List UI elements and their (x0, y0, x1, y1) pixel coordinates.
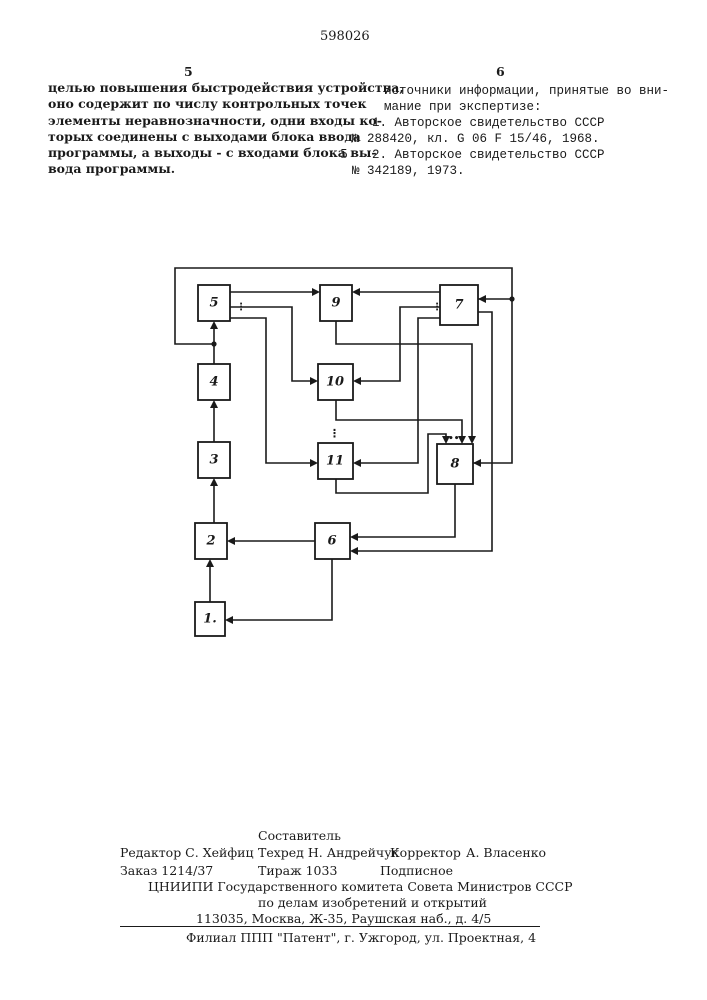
block-2: 2 (195, 523, 227, 559)
block-5: 5 (198, 285, 230, 321)
subscription: Подписное (380, 863, 453, 878)
block-11: 11 (318, 443, 353, 479)
svg-text:7: 7 (454, 298, 463, 313)
techred: Техред Н. Андрейчук (258, 845, 399, 860)
circulation: Тираж 1033 (258, 863, 337, 878)
svg-text:⋮: ⋮ (329, 427, 340, 440)
svg-text:8: 8 (450, 457, 459, 472)
block-9: 9 (320, 285, 352, 321)
block-3: 3 (198, 442, 230, 478)
order-number: Заказ 1214/37 (120, 863, 213, 878)
composer-label: Составитель (258, 828, 341, 843)
svg-text:9: 9 (331, 296, 340, 311)
organization: ЦНИИПИ Государственного комитета Совета … (148, 879, 573, 894)
branch: Филиал ППП "Патент", г. Ужгород, ул. Про… (186, 930, 536, 945)
svg-text:⋮: ⋮ (236, 302, 246, 313)
block-7: 7 (440, 285, 478, 325)
address: 113035, Москва, Ж-35, Раушская наб., д. … (196, 911, 491, 926)
svg-text:1.: 1. (203, 612, 217, 627)
svg-text:••: •• (448, 434, 460, 444)
corrector-label: Корректор (390, 845, 461, 860)
block-6: 6 (315, 523, 350, 559)
svg-text:11: 11 (326, 454, 344, 469)
svg-text:3: 3 (209, 453, 218, 468)
svg-text:6: 6 (327, 534, 336, 549)
svg-text:2: 2 (205, 534, 215, 549)
block-4: 4 (198, 364, 230, 400)
svg-text:10: 10 (326, 375, 344, 390)
footer-divider (120, 926, 540, 927)
block-1: 1. (195, 602, 225, 636)
editor: Редактор С. Хейфиц (120, 845, 253, 860)
svg-text:5: 5 (209, 296, 218, 311)
block-8: 8 (437, 444, 473, 484)
organization-sub: по делам изобретений и открытий (258, 895, 487, 910)
svg-text:⋮: ⋮ (432, 302, 442, 313)
corrector: А. Власенко (466, 845, 546, 860)
block-10: 10 (318, 364, 353, 400)
svg-text:4: 4 (209, 375, 218, 390)
